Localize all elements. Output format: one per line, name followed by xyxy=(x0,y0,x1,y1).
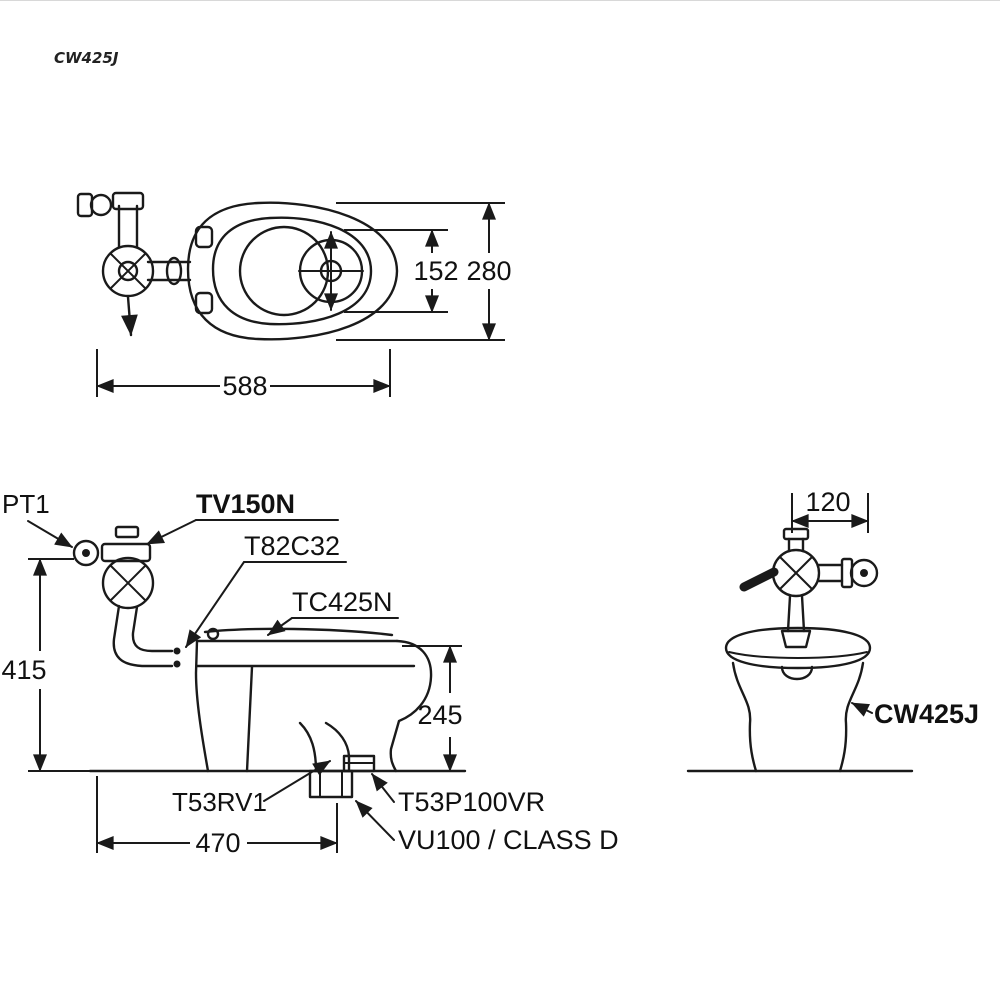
side-floor-socket xyxy=(308,769,354,799)
side-valve-body xyxy=(101,556,155,610)
label-tv150n: TV150N xyxy=(196,489,295,519)
top-hinge-upper xyxy=(194,225,214,249)
top-spud xyxy=(165,256,183,286)
dim-470: 470 xyxy=(96,776,338,858)
dim-245-label: 245 xyxy=(417,700,462,730)
top-seat-ring xyxy=(211,216,373,326)
front-flush-valve xyxy=(739,527,879,649)
front-stop-valve xyxy=(849,558,879,588)
top-valve-elbow xyxy=(111,191,145,211)
dim-245: 245 xyxy=(402,645,463,772)
side-toilet-body xyxy=(194,627,433,799)
header-model-code: CW425J xyxy=(54,49,119,67)
dim-120-label: 120 xyxy=(805,487,850,517)
dim-152-280: 152 280 xyxy=(336,202,512,341)
side-flush-valve xyxy=(72,525,181,668)
top-flush-valve xyxy=(76,191,192,337)
top-hinge-lower xyxy=(194,291,214,315)
top-view: 588 152 280 xyxy=(76,191,512,401)
label-vu100: VU100 / CLASS D xyxy=(398,825,619,855)
side-trap-back xyxy=(298,721,318,773)
side-bowl-front xyxy=(389,639,433,773)
front-toilet-body xyxy=(724,626,872,773)
side-view: 415 245 470 PT1 TV150N T82C32 xyxy=(1,489,618,858)
side-flush-pipe-outer xyxy=(112,604,174,668)
side-part-labels: PT1 TV150N T82C32 TC425N T53RV1 T53P100V… xyxy=(2,489,619,855)
side-stop-valve xyxy=(72,539,100,567)
label-t82c32: T82C32 xyxy=(244,531,340,561)
label-t53rv1: T53RV1 xyxy=(172,787,267,817)
dim-470-label: 470 xyxy=(195,828,240,858)
label-tc425n: TC425N xyxy=(292,587,393,617)
label-pt1: PT1 xyxy=(2,489,50,519)
label-t53p100vr: T53P100VR xyxy=(398,787,545,817)
dim-415-label: 415 xyxy=(1,655,46,685)
side-seat-lid xyxy=(203,627,394,637)
label-cw425j-front: CW425J xyxy=(874,699,979,729)
front-rim xyxy=(724,626,872,670)
front-view: 120 CW425J xyxy=(686,487,979,773)
top-valve-handle xyxy=(121,295,138,337)
side-flush-pipe-inner xyxy=(131,605,174,653)
front-spud-flange xyxy=(780,629,812,649)
front-valve-handle xyxy=(739,567,779,592)
side-valve-tee xyxy=(100,542,152,563)
dim-588-label: 588 xyxy=(222,371,267,401)
dim-588: 588 xyxy=(96,349,391,401)
dim-152-label: 152 xyxy=(413,256,458,286)
side-bowl-back xyxy=(194,639,210,773)
dim-120: 120 xyxy=(791,487,869,533)
front-body-left xyxy=(731,661,758,773)
dim-280-label: 280 xyxy=(466,256,511,286)
top-bowl-outline xyxy=(186,201,399,341)
front-inlet-arc xyxy=(780,665,814,681)
side-pedestal-back xyxy=(245,665,254,773)
dim-415: 415 xyxy=(1,558,90,772)
front-body-right xyxy=(838,661,865,773)
